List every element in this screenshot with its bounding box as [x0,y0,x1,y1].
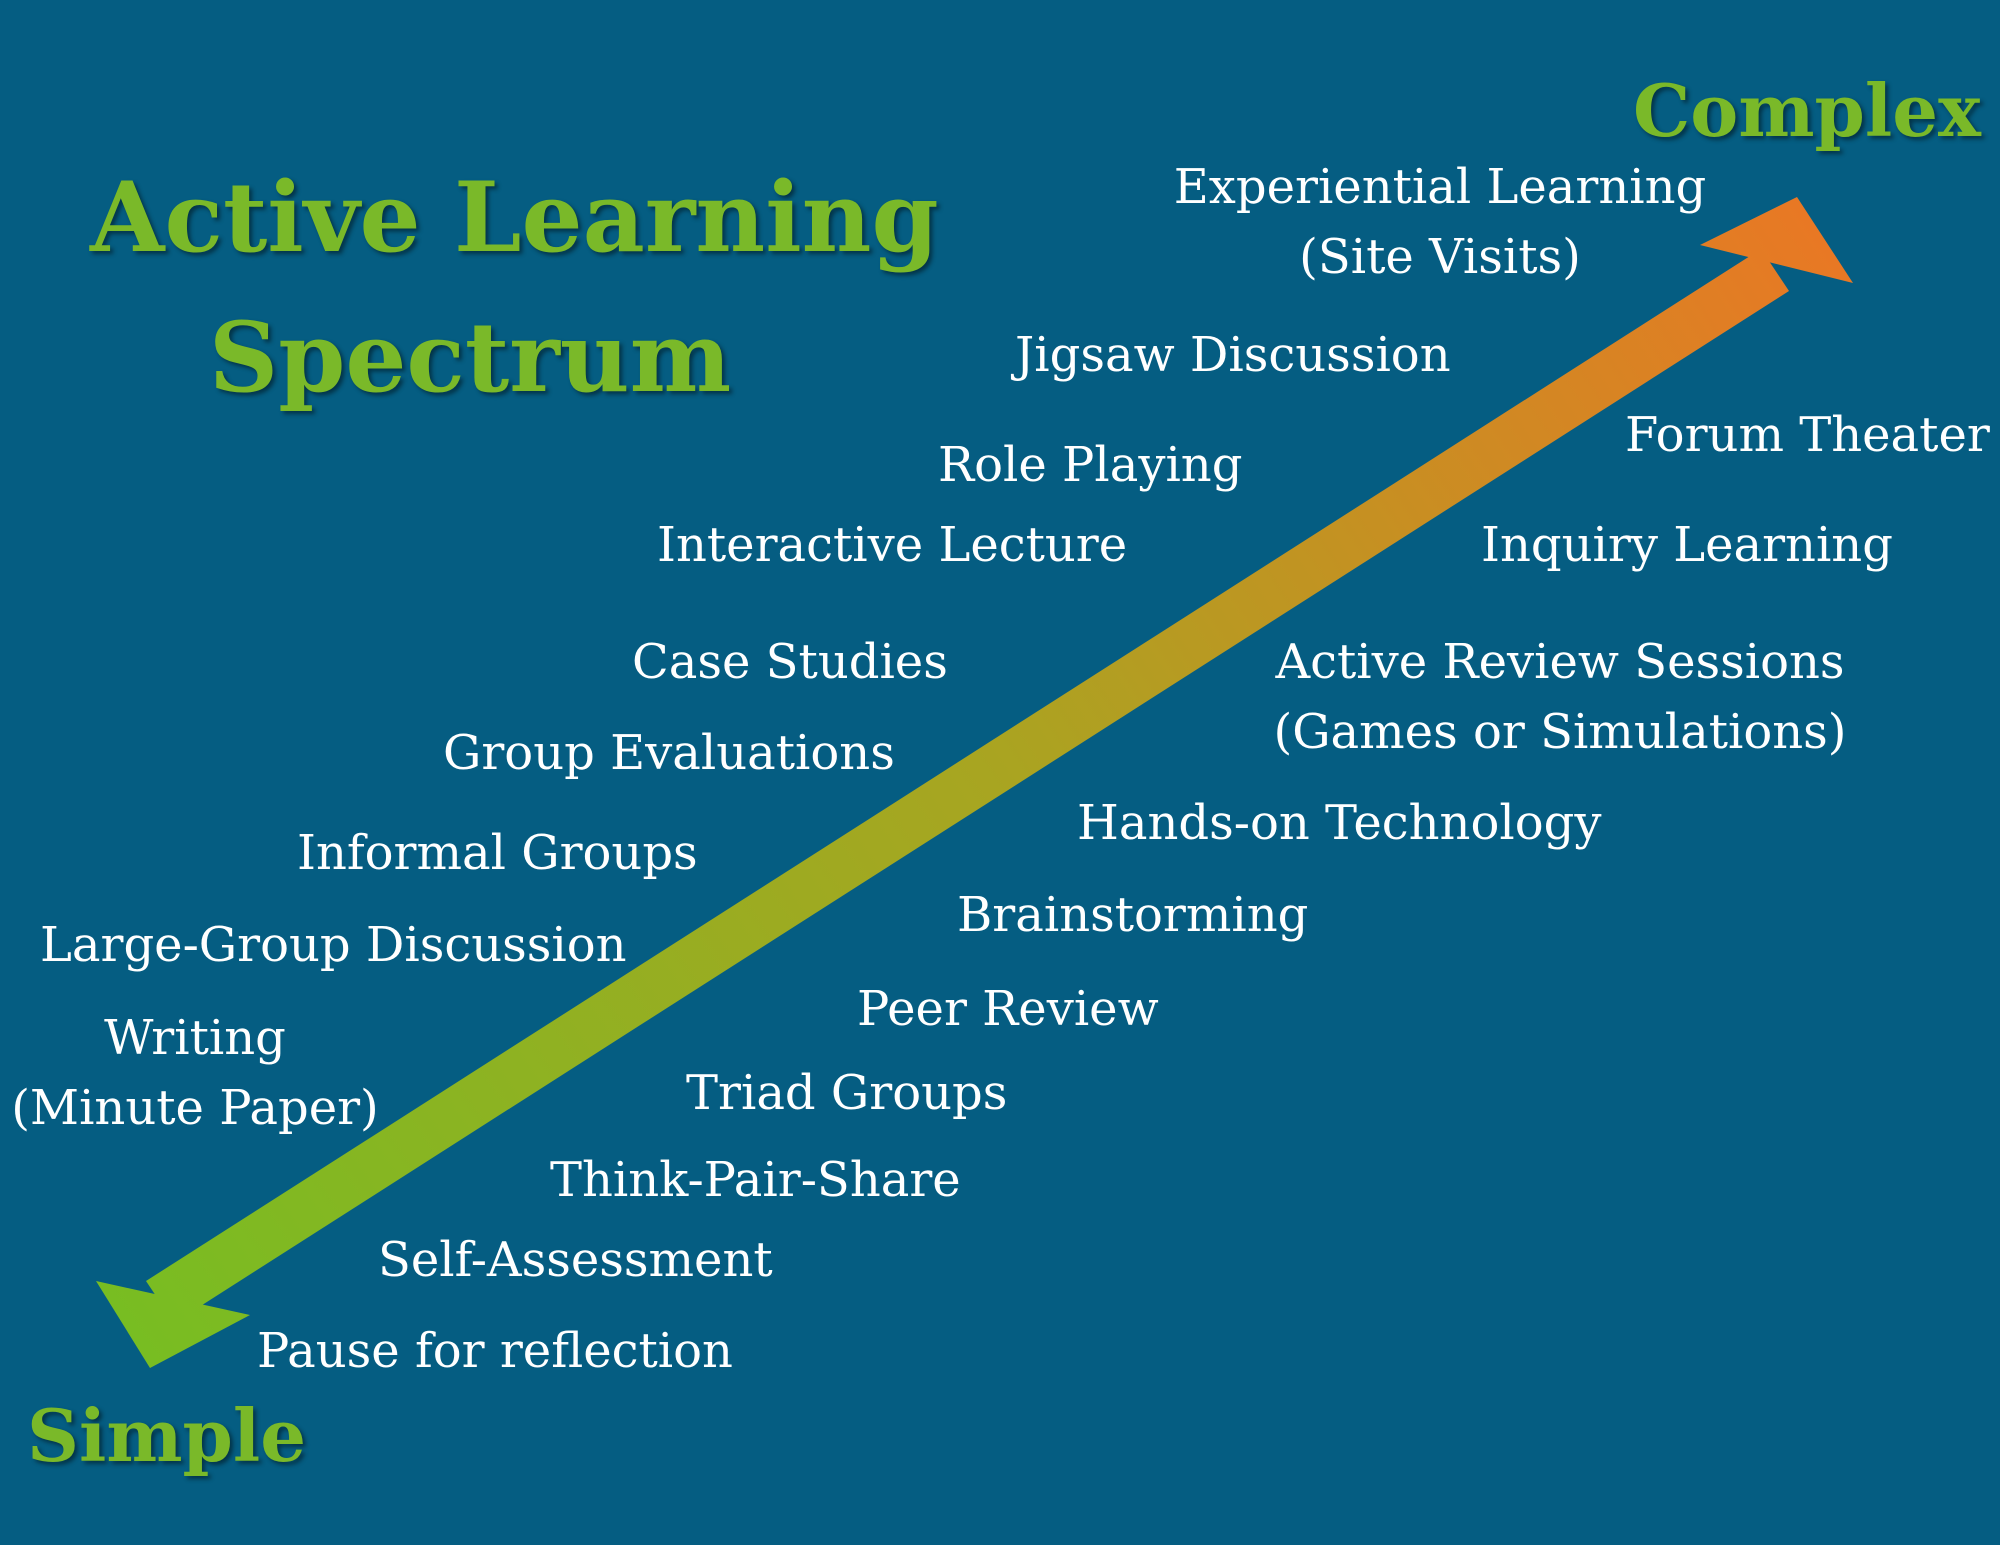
item-group-evaluations: Group Evaluations [443,725,895,781]
item-experiential-line-2: (Site Visits) [1299,229,1581,285]
page-title-line-2: Spectrum [208,301,732,414]
page-title-line-1: Active Learning [90,161,939,274]
item-self-assessment: Self-Assessment [378,1232,773,1288]
item-jigsaw-discussion: Jigsaw Discussion [1015,327,1451,383]
item-case-studies: Case Studies [632,634,948,690]
item-review-line-2: (Games or Simulations) [1273,704,1847,760]
item-interactive-lecture: Interactive Lecture [657,517,1128,573]
item-role-playing: Role Playing [938,437,1243,493]
arrow-shaft [146,249,1789,1323]
item-hands-on-technology: Hands-on Technology [1077,795,1602,851]
item-experiential-learning: Experiential Learning (Site Visits) [1170,152,1710,292]
item-think-pair-share: Think-Pair-Share [550,1152,961,1208]
item-peer-review: Peer Review [857,981,1159,1037]
item-writing-line-2: (Minute Paper) [11,1080,379,1136]
complex-label: Complex [1633,68,1981,153]
item-inquiry-learning: Inquiry Learning [1481,517,1893,573]
item-writing-line-1: Writing [104,1010,286,1066]
item-informal-groups: Informal Groups [297,825,698,881]
item-large-group-discussion: Large-Group Discussion [40,917,627,973]
item-brainstorming: Brainstorming [957,887,1309,943]
item-pause-for-reflection: Pause for reflection [257,1323,733,1379]
item-review-line-1: Active Review Sessions [1275,634,1845,690]
arrow-head-simple [96,1281,250,1368]
item-triad-groups: Triad Groups [686,1065,1008,1121]
arrow-head-complex [1700,197,1853,283]
item-experiential-line-1: Experiential Learning [1173,159,1707,215]
item-forum-theater: Forum Theater [1625,407,1990,463]
simple-label: Simple [27,1393,307,1478]
item-active-review-sessions: Active Review Sessions (Games or Simulat… [1270,627,1850,767]
item-writing: Writing (Minute Paper) [10,1003,380,1143]
